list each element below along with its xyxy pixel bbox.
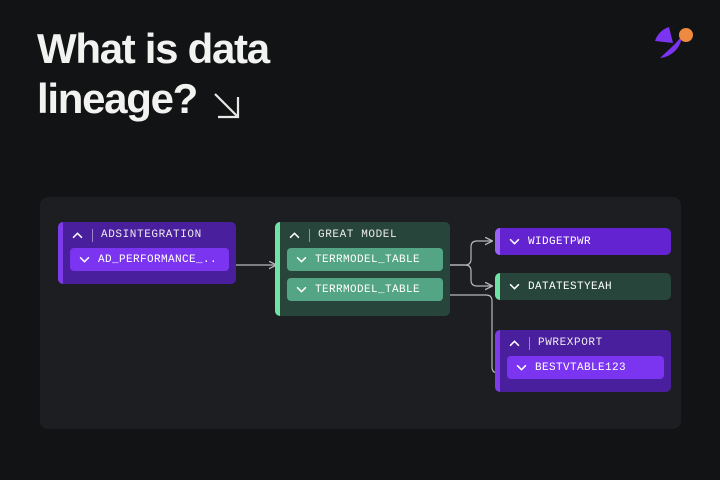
header-divider — [309, 228, 310, 242]
leaf-terrmodel-table-1[interactable]: TERRMODEL_TABLE — [287, 248, 443, 271]
node-accent-bar — [495, 273, 500, 300]
edge-terrmodel-to-widgetpwr — [450, 241, 492, 266]
leaf-label: DATATESTYEAH — [528, 280, 613, 293]
chevron-down-icon[interactable] — [295, 253, 308, 266]
group-header-pwrexport[interactable]: PWREXPORT — [500, 330, 671, 356]
title-line-2-row: lineage? — [37, 74, 457, 124]
node-body: WIDGETPWR — [500, 228, 671, 255]
group-title: PWREXPORT — [538, 337, 603, 349]
node-body: DATATESTYEAH — [500, 273, 671, 300]
title-line-1: What is data — [37, 25, 270, 72]
node-widgetpwr[interactable]: WIDGETPWR — [495, 228, 671, 255]
brand-logo — [650, 22, 696, 68]
node-accent-bar — [58, 222, 63, 284]
node-great-model[interactable]: GREAT MODEL TERRMODEL_TABLE TERRMODEL_TA… — [275, 222, 450, 316]
leaf-bestvtable123[interactable]: BESTVTABLE123 — [507, 356, 664, 379]
chevron-down-icon[interactable] — [508, 280, 521, 293]
node-datatestyeah[interactable]: DATATESTYEAH — [495, 273, 671, 300]
chevron-up-icon[interactable] — [508, 337, 521, 350]
node-accent-bar — [495, 228, 500, 255]
header-divider — [92, 228, 93, 242]
node-body: GREAT MODEL TERRMODEL_TABLE TERRMODEL_TA… — [280, 222, 450, 316]
leaf-label: AD_PERFORMANCE_.. — [98, 253, 218, 266]
group-header-great-model[interactable]: GREAT MODEL — [280, 222, 450, 248]
group-title: ADSINTEGRATION — [101, 229, 202, 241]
diagonal-arrow-down-right-icon — [211, 85, 245, 119]
node-accent-bar — [275, 222, 280, 316]
page-title: What is data lineage? — [37, 24, 457, 124]
chevron-up-icon[interactable] — [71, 229, 84, 242]
leaf-label: TERRMODEL_TABLE — [315, 283, 421, 296]
leaf-terrmodel-table-2[interactable]: TERRMODEL_TABLE — [287, 278, 443, 301]
node-body: PWREXPORT BESTVTABLE123 — [500, 330, 671, 392]
chevron-up-icon[interactable] — [288, 229, 301, 242]
node-adsintegration[interactable]: ADSINTEGRATION AD_PERFORMANCE_.. — [58, 222, 236, 284]
leaf-datatestyeah[interactable]: DATATESTYEAH — [500, 273, 671, 300]
chevron-down-icon[interactable] — [515, 361, 528, 374]
chevron-down-icon[interactable] — [508, 235, 521, 248]
lineage-canvas[interactable]: ADSINTEGRATION AD_PERFORMANCE_.. — [40, 197, 681, 429]
group-header-adsintegration[interactable]: ADSINTEGRATION — [63, 222, 236, 248]
title-line-2: lineage? — [37, 75, 198, 122]
chevron-down-icon[interactable] — [78, 253, 91, 266]
node-pwrexport[interactable]: PWREXPORT BESTVTABLE123 — [495, 330, 671, 392]
edge-terrmodel-to-datatestyeah — [450, 264, 492, 286]
leaf-widgetpwr[interactable]: WIDGETPWR — [500, 228, 671, 255]
node-accent-bar — [495, 330, 500, 392]
leaf-label: WIDGETPWR — [528, 235, 592, 248]
leaf-label: TERRMODEL_TABLE — [315, 253, 421, 266]
header-divider — [529, 336, 530, 350]
chevron-down-icon[interactable] — [295, 283, 308, 296]
node-body: ADSINTEGRATION AD_PERFORMANCE_.. — [63, 222, 236, 284]
leaf-label: BESTVTABLE123 — [535, 361, 627, 374]
leaf-ad-performance[interactable]: AD_PERFORMANCE_.. — [70, 248, 229, 271]
group-title: GREAT MODEL — [318, 229, 398, 241]
